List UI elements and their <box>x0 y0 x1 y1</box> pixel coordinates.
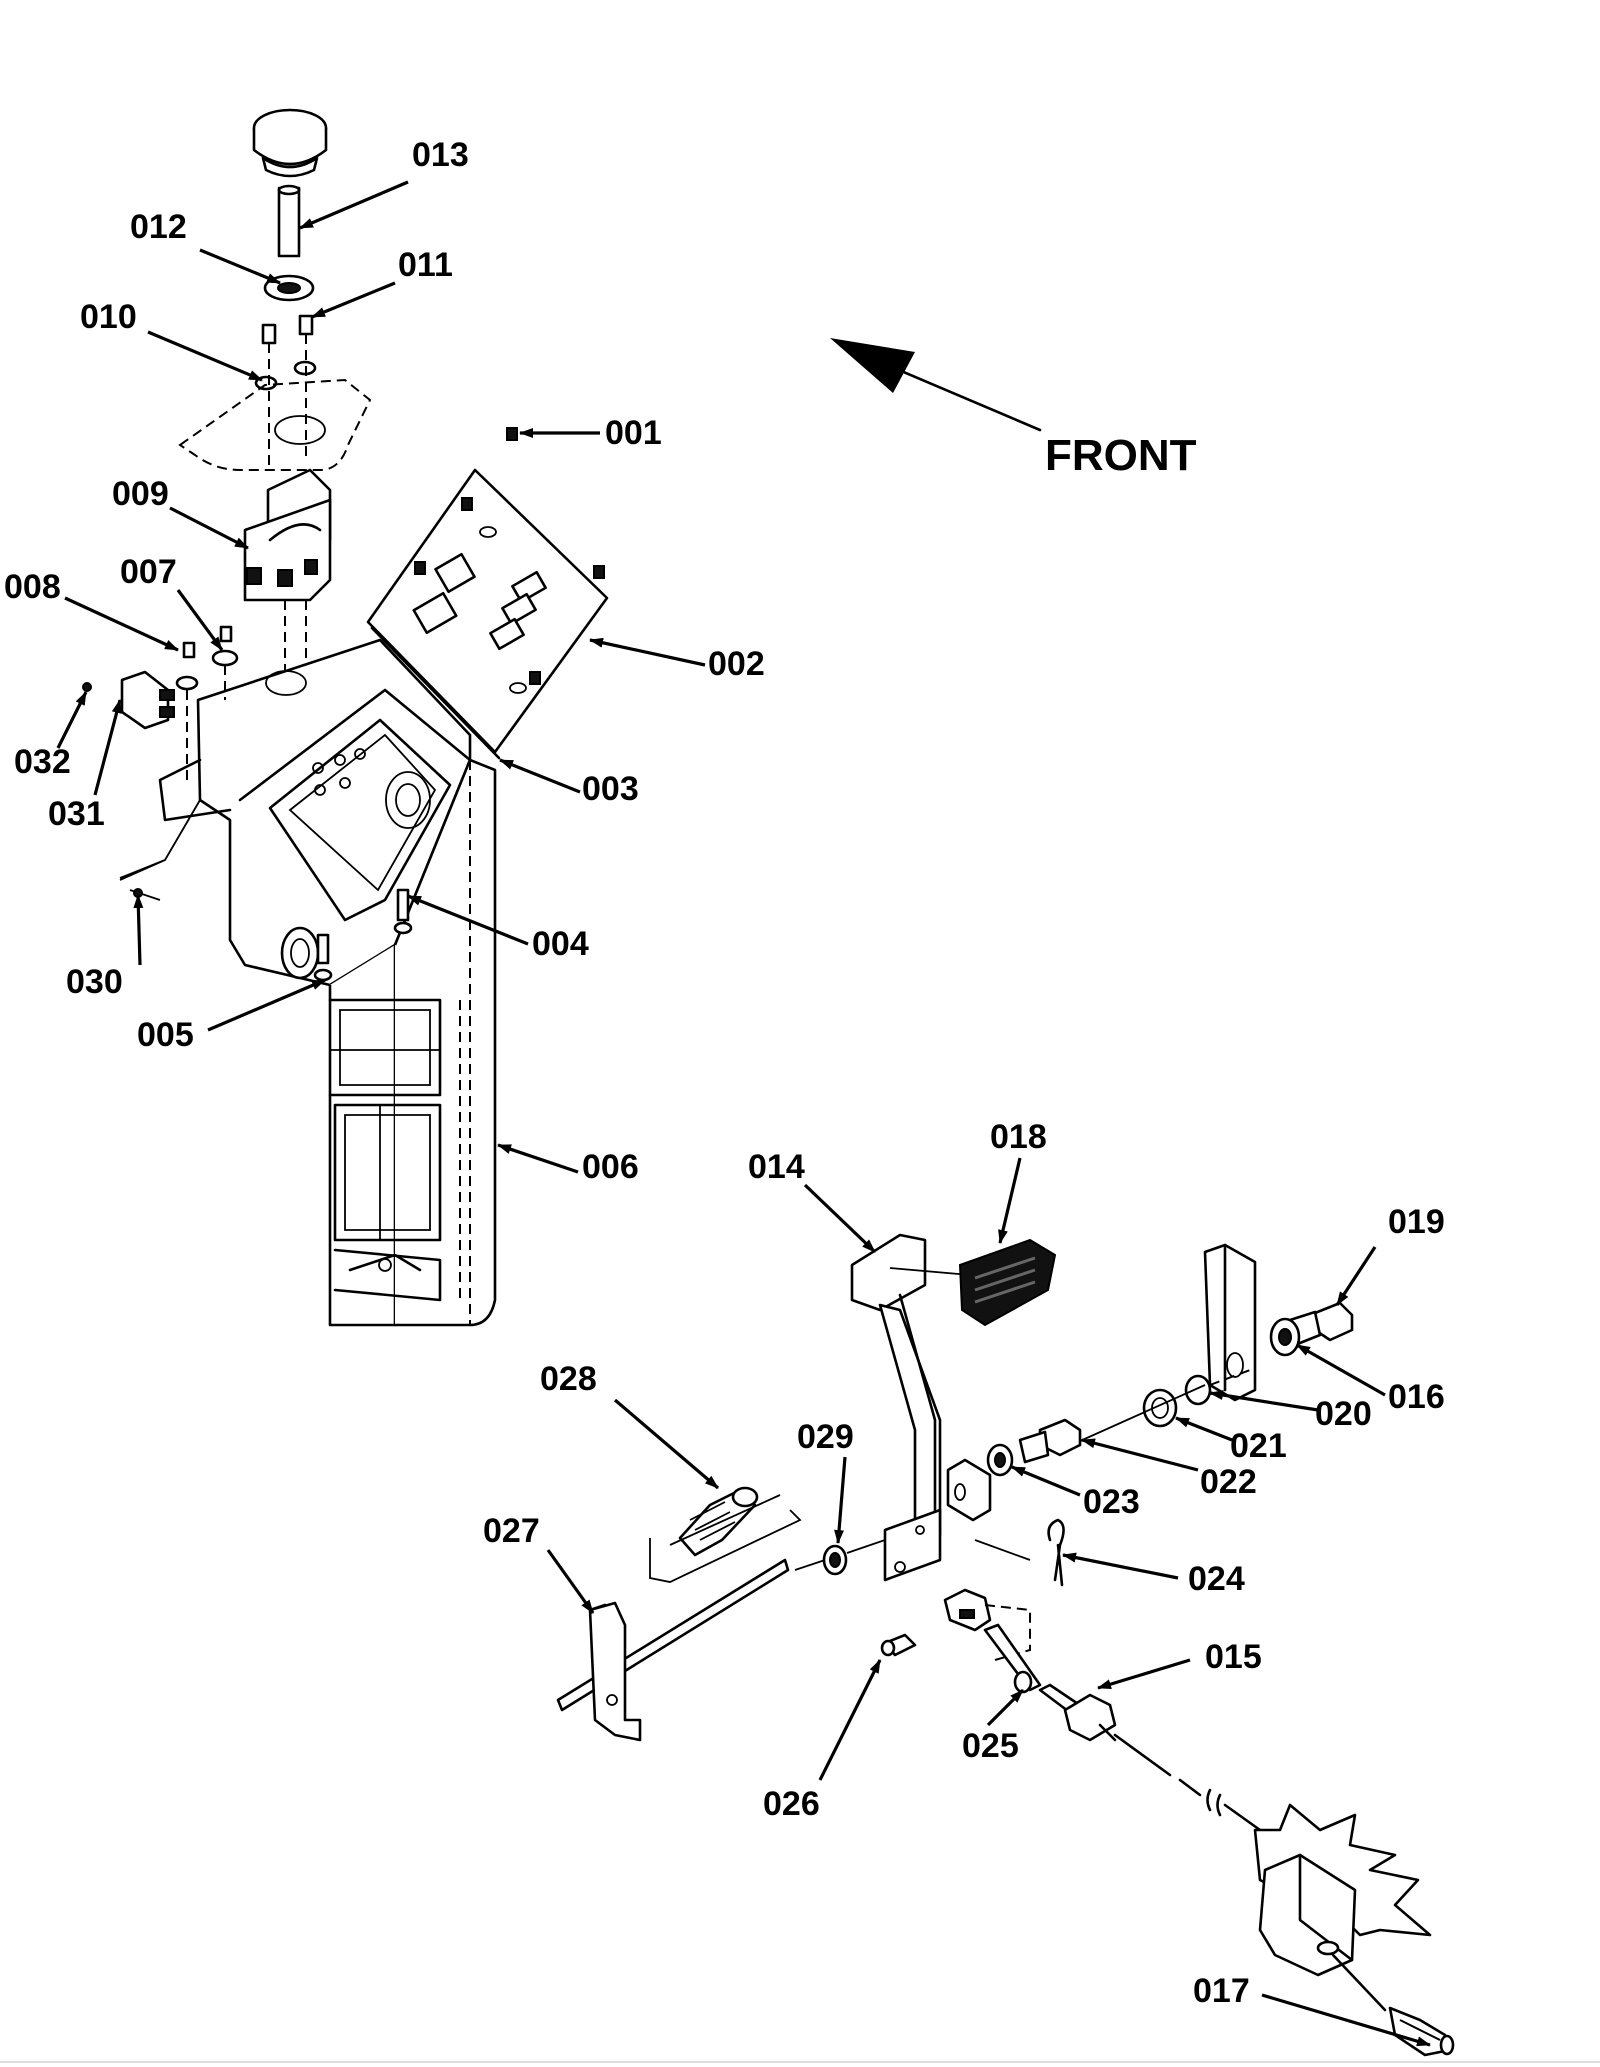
switch-bracket <box>243 468 332 680</box>
pivot-bolt <box>1269 1301 1354 1357</box>
cable-clevis <box>880 1588 1117 1742</box>
pedal-pad <box>958 1238 1057 1327</box>
callout-019: 019 <box>1388 1203 1445 1241</box>
front-label: FRONT <box>1045 431 1197 480</box>
mount-screws <box>254 314 317 470</box>
callout-003: 003 <box>582 770 639 808</box>
callout-014: 014 <box>748 1148 805 1186</box>
callout-023: 023 <box>1083 1483 1140 1521</box>
rod-spacer <box>794 1539 886 1576</box>
callout-017: 017 <box>1193 1972 1250 2010</box>
callout-025: 025 <box>962 1727 1019 1765</box>
callout-011: 011 <box>398 246 453 284</box>
callout-029: 029 <box>797 1418 854 1456</box>
pivot-stud <box>986 1418 1082 1477</box>
callout-018: 018 <box>990 1118 1047 1156</box>
callout-026: 026 <box>763 1785 820 1823</box>
callout-008: 008 <box>4 568 61 606</box>
callout-007: 007 <box>120 553 177 591</box>
foot-pedal <box>850 1233 971 1582</box>
instrument-panel <box>366 427 609 760</box>
callout-012: 012 <box>130 208 187 246</box>
callout-032: 032 <box>14 743 71 781</box>
pivot-rod <box>556 1558 790 1742</box>
callout-002: 002 <box>708 645 765 683</box>
control-unit <box>1253 1803 1455 2057</box>
callout-031: 031 <box>48 795 105 833</box>
side-switch <box>82 625 239 780</box>
callout-030: 030 <box>66 963 123 1001</box>
grip-sleeve <box>649 1486 802 1583</box>
control-knob <box>252 108 328 258</box>
leader-arrows <box>56 180 1431 2047</box>
cotter-pin <box>1047 1518 1065 1587</box>
callout-010: 010 <box>80 298 137 336</box>
callout-028: 028 <box>540 1360 597 1398</box>
callout-009: 009 <box>112 475 169 513</box>
ground-reference <box>119 799 201 901</box>
spacer-block <box>946 1458 992 1522</box>
callout-004: 004 <box>532 925 589 963</box>
mounting-plate <box>1203 1243 1257 1402</box>
callout-016: 016 <box>1388 1378 1445 1416</box>
callout-015: 015 <box>1205 1638 1262 1676</box>
callout-006: 006 <box>582 1148 639 1186</box>
callout-022: 022 <box>1200 1463 1257 1501</box>
callout-005: 005 <box>137 1016 194 1054</box>
callout-013: 013 <box>412 136 469 174</box>
callout-024: 024 <box>1188 1560 1245 1598</box>
callout-020: 020 <box>1315 1395 1372 1433</box>
control-cable <box>1113 1733 1302 1862</box>
callout-labels: 001 002 003 004 005 006 007 008 009 010 … <box>4 136 1445 2010</box>
callout-001: 001 <box>605 414 662 452</box>
callout-027: 027 <box>483 1512 540 1550</box>
front-direction-arrow <box>830 338 1042 432</box>
cover-plate-outline <box>178 378 372 471</box>
console-bolts <box>280 888 413 982</box>
callout-021: 021 <box>1230 1427 1287 1465</box>
